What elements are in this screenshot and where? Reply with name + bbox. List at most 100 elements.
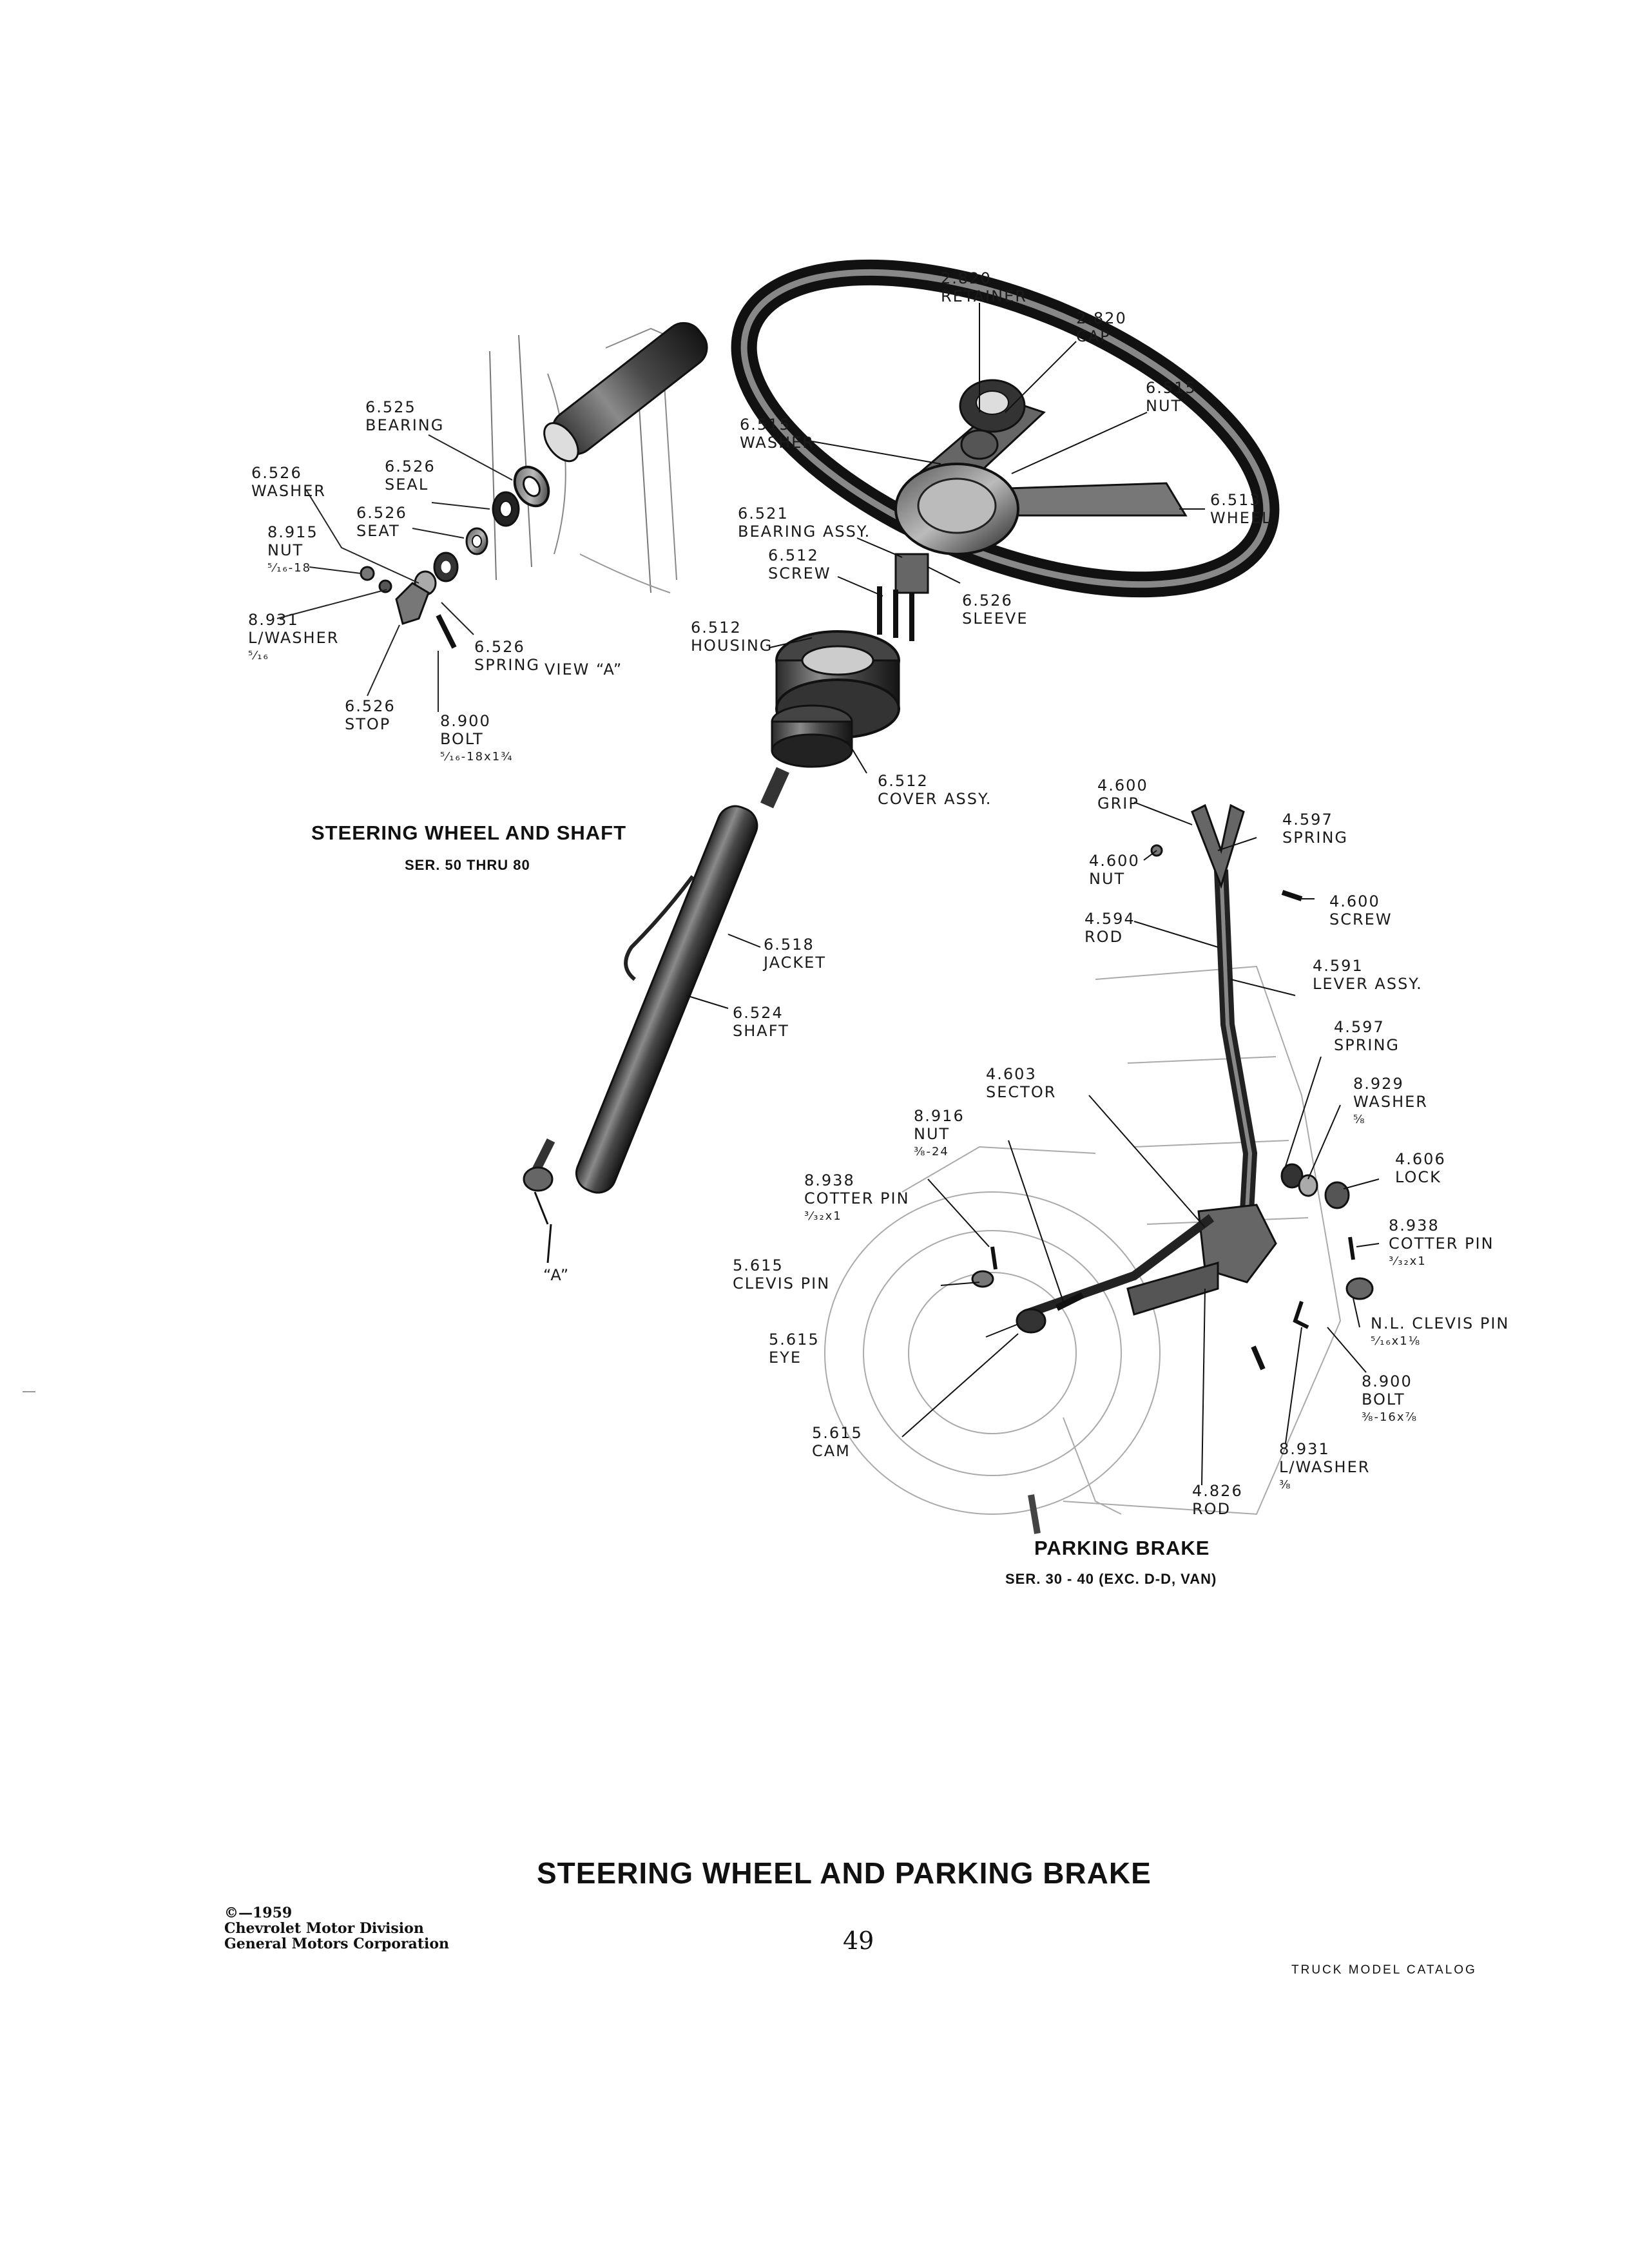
part-name: NUT xyxy=(1089,870,1126,888)
part-number: 6.512 xyxy=(878,772,929,790)
part-name: NUT xyxy=(1146,397,1182,415)
part-number: 4.600 xyxy=(1089,852,1140,870)
section-subtitle-parking: SER. 30 - 40 (EXC. D-D, VAN) xyxy=(1005,1571,1217,1587)
part-number: 8.900 xyxy=(1362,1372,1412,1390)
part-name: BOLT xyxy=(440,730,484,748)
catalog-name: TRUCK MODEL CATALOG xyxy=(1291,1963,1477,1977)
part-name: SLEEVE xyxy=(962,610,1028,628)
part-name: NUT xyxy=(267,541,304,559)
part-number: 4.603 xyxy=(986,1065,1037,1083)
part-name: CLEVIS PIN xyxy=(733,1274,831,1293)
part-name: STOP xyxy=(345,715,391,733)
part-name: SCREW xyxy=(1329,910,1393,928)
section-title-steering: STEERING WHEEL AND SHAFT xyxy=(311,822,627,844)
part-name: WASHER xyxy=(1353,1093,1428,1111)
part-number: 2.820 xyxy=(1076,309,1127,327)
part-name: SEAL xyxy=(385,476,429,494)
part-number: 4.591 xyxy=(1313,957,1364,975)
part-number: 6.513 xyxy=(1210,491,1261,509)
part-number: 4.606 xyxy=(1395,1150,1446,1168)
part-name: WASHER xyxy=(740,434,815,452)
part-size: ⅜ xyxy=(1279,1478,1292,1492)
part-number: 6.512 xyxy=(768,546,819,564)
part-number: 8.938 xyxy=(1389,1216,1440,1235)
part-name: CAP xyxy=(1076,327,1111,345)
part-name: L/WASHER xyxy=(248,629,340,647)
part-size: ⁵⁄₁₆x1⅛ xyxy=(1371,1334,1422,1348)
part-number: 5.615 xyxy=(733,1256,784,1274)
part-name: ROD xyxy=(1192,1500,1231,1518)
copyright-block: ©—1959 Chevrolet Motor Division General … xyxy=(224,1905,449,1952)
part-number: 6.525 xyxy=(365,398,416,416)
part-name: SEAT xyxy=(356,522,400,540)
part-name: WASHER xyxy=(251,482,326,500)
part-number: 4.600 xyxy=(1097,776,1148,794)
part-name: COTTER PIN xyxy=(1389,1235,1494,1253)
part-number: 8.916 xyxy=(914,1107,965,1125)
part-number: 6.526 xyxy=(356,504,407,522)
part-size: ⁵⁄₁₆-18 xyxy=(267,561,312,575)
part-name: WHEEL xyxy=(1210,509,1272,527)
label-view-a-pointer: “A” xyxy=(543,1266,570,1284)
part-number: 4.597 xyxy=(1282,811,1333,829)
part-name: GRIP xyxy=(1097,794,1139,812)
part-name: SCREW xyxy=(768,564,831,582)
part-number: 8.929 xyxy=(1353,1075,1404,1093)
part-number: 4.600 xyxy=(1329,892,1380,910)
part-name: ROD xyxy=(1084,928,1124,946)
part-name: RETAINER xyxy=(941,287,1027,305)
part-name: SECTOR xyxy=(986,1083,1057,1101)
part-size: ⅜-16x⅞ xyxy=(1362,1410,1418,1424)
part-number: 2.820 xyxy=(941,269,992,287)
part-number: 8.915 xyxy=(267,523,318,541)
copyright-line: ©—1959 xyxy=(224,1905,293,1921)
part-name: LOCK xyxy=(1395,1168,1441,1186)
part-name: BEARING xyxy=(365,416,445,434)
part-name: CAM xyxy=(812,1442,851,1460)
part-number: 8.900 xyxy=(440,712,491,730)
part-number: 6.518 xyxy=(764,936,815,954)
view-marker: “A” xyxy=(543,1266,570,1284)
section-subtitle-steering: SER. 50 THRU 80 xyxy=(405,857,530,873)
part-size: ³⁄₃₂x1 xyxy=(804,1209,842,1223)
part-number: 6.526 xyxy=(385,457,436,476)
part-size: ⅝ xyxy=(1353,1113,1366,1126)
part-name: JACKET xyxy=(764,954,826,972)
part-number: 6.526 xyxy=(251,464,302,482)
view-name: VIEW “A” xyxy=(545,660,623,678)
copyright-line: Chevrolet Motor Division xyxy=(224,1920,424,1937)
part-number: 6.526 xyxy=(474,638,525,656)
part-number: 8.938 xyxy=(804,1171,855,1189)
